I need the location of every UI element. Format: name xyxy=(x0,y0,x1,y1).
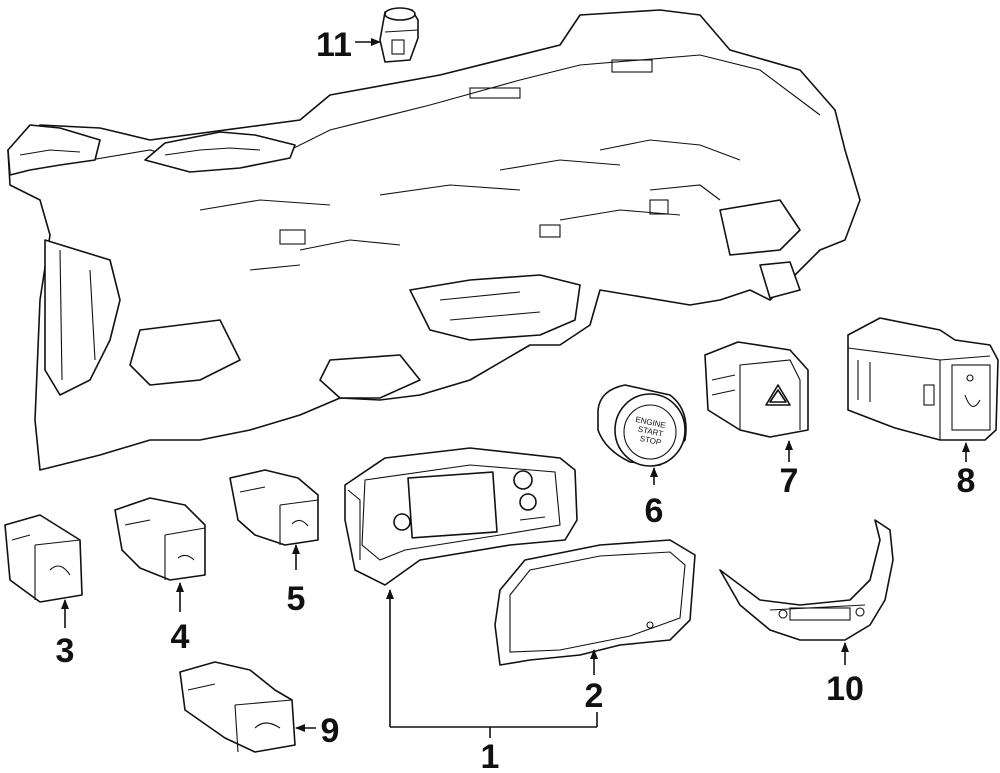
callout-2: 2 xyxy=(585,677,604,715)
part-5-switch xyxy=(229,469,319,546)
part-3-switch xyxy=(4,514,83,603)
callout-8: 8 xyxy=(957,462,976,500)
part-1-instrument-cluster xyxy=(344,447,578,586)
part-7-hazard-switch xyxy=(704,341,809,438)
callout-5: 5 xyxy=(287,580,306,618)
callout-6: 6 xyxy=(645,492,664,530)
part-8-switch-module xyxy=(847,317,999,441)
part-2-cluster-lens xyxy=(494,539,696,666)
callout-10: 10 xyxy=(826,670,864,708)
callout-4: 4 xyxy=(171,618,190,656)
part-10-bezel-trim xyxy=(719,519,894,641)
instrument-panel xyxy=(7,9,861,471)
part-4-switch xyxy=(114,497,206,581)
callout-1: 1 xyxy=(481,738,500,773)
part-9-switch xyxy=(179,661,296,753)
start-button-line-3: STOP xyxy=(639,434,662,447)
callout-7: 7 xyxy=(780,462,799,500)
callout-9: 9 xyxy=(321,712,340,750)
callout-labels: 11 8 7 6 5 4 3 2 10 9 1 xyxy=(56,26,976,773)
callout-3: 3 xyxy=(56,632,75,670)
part-11-switch xyxy=(379,7,419,63)
callout-11: 11 xyxy=(316,26,352,64)
leader-lines xyxy=(61,38,970,738)
part-6-engine-start-button: ENGINE START STOP xyxy=(597,384,687,467)
